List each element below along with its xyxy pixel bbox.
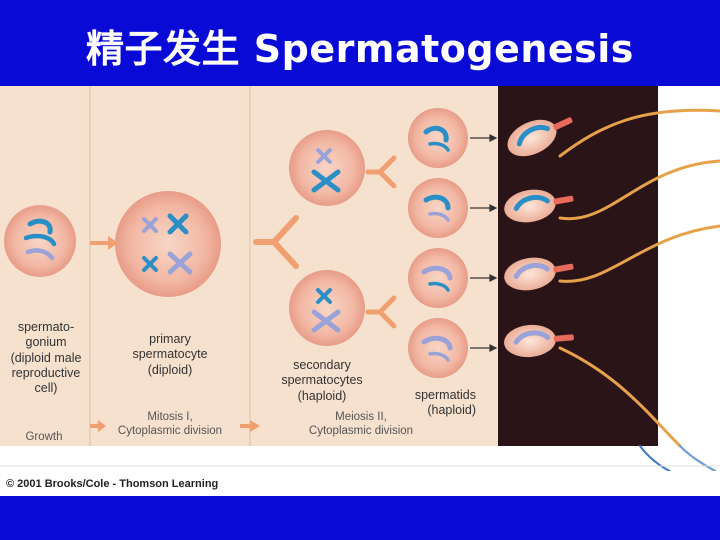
label-primary-spermatocyte: primary spermatocyte (diploid) bbox=[132, 332, 208, 377]
secondary-spermatocyte-top bbox=[289, 130, 365, 206]
sperm-2 bbox=[504, 189, 574, 223]
stage-background-lower bbox=[0, 416, 498, 446]
secondary-top-chromosome-1 bbox=[316, 148, 332, 164]
spermatid-3 bbox=[408, 248, 468, 308]
primary-chromosome-2 bbox=[142, 217, 158, 233]
label-spermatogonium: spermato- gonium (diploid male reproduct… bbox=[10, 320, 82, 395]
sperm-tail-3 bbox=[558, 224, 720, 283]
label-secondary-spermatocytes: secondary spermatocytes (haploid) bbox=[281, 358, 363, 403]
secondary-bottom-chromosome-2 bbox=[311, 309, 341, 333]
label-meiosis-2: Meiosis II, Cytoplasmic division bbox=[308, 411, 414, 438]
primary-chromosome-1 bbox=[167, 213, 189, 235]
sperm-4-nucleus bbox=[513, 330, 551, 345]
spermatid-2 bbox=[408, 178, 468, 238]
primary-chromosome-3 bbox=[167, 251, 193, 275]
meiosis-2-split-arrow-bottom bbox=[365, 295, 397, 329]
primary-spermatocyte-body bbox=[115, 191, 221, 297]
spermatid-3-body bbox=[408, 248, 468, 308]
copyright-credit: © 2001 Brooks/Cole - Thomson Learning bbox=[6, 478, 219, 490]
meiosis-1-split-arrow bbox=[253, 215, 299, 269]
spermatogenesis-figure bbox=[0, 86, 720, 496]
label-meiosis-1: Mitosis I, Cytoplasmic division bbox=[117, 411, 223, 438]
sperm-3-nucleus bbox=[513, 262, 550, 279]
spermatid-2-chromosome-b bbox=[428, 211, 450, 222]
spermatogonium-cell bbox=[4, 205, 76, 277]
secondary-bottom-chromosome-1 bbox=[316, 288, 332, 304]
sperm-3 bbox=[504, 257, 574, 291]
primary-chromosome-4 bbox=[142, 256, 158, 272]
sperm-4-midpiece bbox=[553, 334, 574, 342]
spermatogonium-chromosome-3 bbox=[25, 248, 55, 261]
spermatid-1-chromosome bbox=[423, 125, 449, 143]
slide-title: 精子发生 Spermatogenesis bbox=[86, 27, 634, 71]
sperm-1-nucleus bbox=[516, 125, 550, 147]
spermatid-1-body bbox=[408, 108, 468, 168]
diagram-panel: spermato- gonium (diploid male reproduct… bbox=[0, 86, 720, 496]
maturation-arrows bbox=[470, 134, 498, 352]
spermatid-3-chromosome-b bbox=[428, 281, 450, 292]
primary-spermatocyte-cell bbox=[115, 191, 221, 297]
process-arrow-1 bbox=[90, 420, 106, 432]
spermatid-1-chromosome-b bbox=[428, 141, 450, 152]
spermatid-4-body bbox=[408, 318, 468, 378]
spermatogonium-chromosome-1 bbox=[27, 218, 53, 235]
sperm-2-midpiece bbox=[553, 195, 574, 205]
secondary-spermatocyte-bottom bbox=[289, 270, 365, 346]
sperm-4 bbox=[504, 324, 574, 358]
spermatid-4-chromosome-b bbox=[428, 351, 450, 362]
spermatid-3-chromosome bbox=[421, 265, 453, 281]
process-arrow-2 bbox=[240, 420, 260, 432]
sperm-heads bbox=[504, 117, 574, 358]
label-spermatids: spermatids (haploid) bbox=[414, 388, 476, 418]
spermatid-4 bbox=[408, 318, 468, 378]
secondary-bottom-body bbox=[289, 270, 365, 346]
spermatid-2-body bbox=[408, 178, 468, 238]
sperm-1-midpiece bbox=[553, 117, 573, 130]
growth-arrow bbox=[90, 236, 118, 250]
spermatid-2-chromosome bbox=[423, 194, 451, 211]
secondary-top-body bbox=[289, 130, 365, 206]
sperm-tail-1 bbox=[558, 108, 720, 158]
spermatid-4-chromosome bbox=[421, 335, 453, 351]
sperm-tail-4 bbox=[558, 346, 682, 448]
sperm-3-midpiece bbox=[553, 263, 574, 273]
secondary-top-chromosome-2 bbox=[311, 169, 341, 193]
label-growth: Growth bbox=[25, 431, 63, 443]
meiosis-2-split-arrow-top bbox=[365, 155, 397, 189]
sperm-tail-2 bbox=[558, 159, 720, 221]
spermatid-1 bbox=[408, 108, 468, 168]
spermatogonium-chromosome-2 bbox=[23, 233, 57, 247]
sperm-1 bbox=[507, 117, 573, 157]
spermatogonium-body bbox=[4, 205, 76, 277]
credit-strip bbox=[0, 471, 720, 496]
sperm-2-nucleus bbox=[513, 194, 550, 211]
